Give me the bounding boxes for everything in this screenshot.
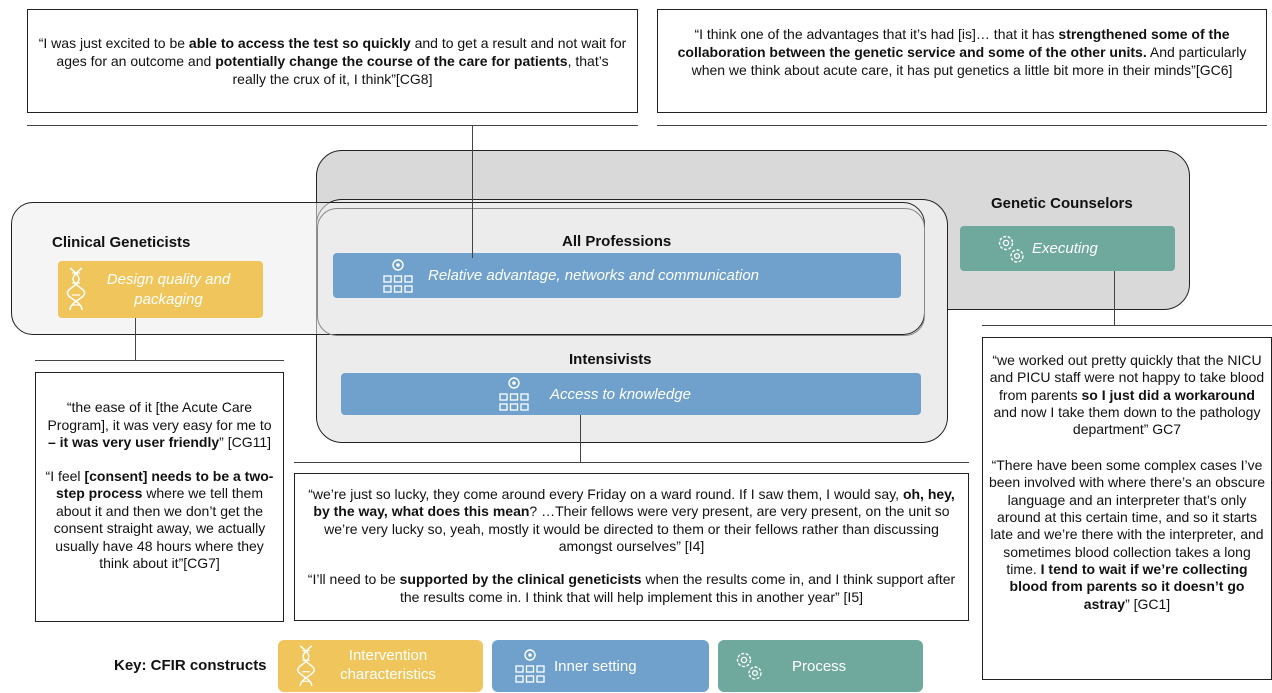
clinical-geneticists-title: Clinical Geneticists [52, 234, 191, 251]
people-network-icon [499, 377, 529, 411]
quote-segment: potentially change the course of the car… [215, 52, 568, 69]
quote-cg8-text: “I was just excited to be able to access… [38, 35, 627, 89]
quote-segment: [consent] needs to be a two-step process [56, 467, 274, 502]
quote-segment: and now I take them down to the patholog… [993, 404, 1261, 438]
key-process-label: Process [792, 657, 847, 675]
gears-icon [998, 235, 1024, 263]
key-label: Key: CFIR constructs [114, 657, 267, 674]
quote-segment: ” [CG11] [219, 434, 272, 450]
construct-design-quality: Design quality and packaging [58, 261, 263, 318]
connector-cg [135, 318, 136, 360]
people-network-icon [515, 649, 545, 683]
intensivists-title: Intensivists [569, 351, 652, 368]
all-professions-title: All Professions [562, 233, 672, 250]
quote-segment: oh, hey, by the way, what does this mean [313, 486, 955, 520]
construct-design-quality-label: Design quality and packaging [106, 271, 231, 308]
quote-cg7-text: “I feel [consent] needs to be a two-step… [43, 468, 276, 573]
construct-relative-advantage-label: Relative advantage, networks and communi… [428, 267, 760, 284]
quote-box-intensivists: “we’re just so lucky, they come around e… [294, 473, 969, 621]
quote-segment: ” [GC1] [1125, 595, 1171, 612]
quote-segment: able to access the test so quickly [188, 35, 411, 51]
divider-bottom [294, 462, 969, 463]
quote-segment: and to get a result and not wait for age… [56, 35, 627, 69]
quote-i4-text: “we’re just so lucky, they come around e… [299, 486, 964, 555]
quote-gc6: “I think one of the advantages that it’s… [657, 9, 1267, 113]
quote-segment: “I think one of the advantages that it’s… [694, 26, 1059, 42]
gears-icon [736, 652, 762, 680]
quote-segment: “I’ll need to be [307, 571, 400, 588]
divider-top-right [657, 125, 1267, 126]
connector-intensivists [580, 415, 581, 462]
quote-cg11-text: “the ease of it [the Acute Care Program]… [43, 399, 276, 452]
quote-segment: And particularly when we think about acu… [691, 43, 1247, 78]
quote-segment: I tend to wait if we’re collecting blood… [1009, 560, 1248, 612]
quote-i5-text: “I’ll need to be supported by the clinic… [299, 571, 964, 606]
divider-top-left [27, 125, 638, 126]
quote-box-clinical-geneticists: “the ease of it [the Acute Care Program]… [35, 372, 284, 622]
quote-segment: – it was very user friendly [47, 434, 220, 450]
quote-segment: ? …Their fellows were very present, are … [324, 503, 950, 555]
people-network-icon [383, 259, 413, 293]
group-all-professions [317, 208, 925, 336]
quote-box-genetic-counselors: “we worked out pretty quickly that the N… [982, 337, 1272, 680]
divider-left [35, 360, 284, 361]
quote-segment: so I just did a workaround [1081, 386, 1255, 403]
quote-segment: “the ease of it [the Acute Care Program]… [47, 399, 272, 433]
construct-executing: Executing [960, 226, 1175, 271]
dna-icon [66, 267, 86, 311]
key-process: Process [718, 640, 923, 692]
genetic-counselors-title: Genetic Counselors [991, 195, 1133, 212]
construct-access-knowledge: Access to knowledge [341, 373, 921, 415]
key-intervention-label: Intervention characteristics [340, 647, 436, 683]
quote-segment: “we’re just so lucky, they come around e… [308, 486, 903, 502]
quote-segment: “There have been some complex cases I’ve… [988, 456, 1266, 577]
quote-segment: where we tell them about it and then we … [53, 485, 266, 571]
key-inner-setting-label: Inner setting [554, 657, 637, 675]
quote-segment: “we worked out pretty quickly that the N… [989, 352, 1265, 403]
quote-cg8: “I was just excited to be able to access… [27, 9, 638, 113]
construct-access-knowledge-label: Access to knowledge [550, 385, 691, 403]
quote-segment: , that’s really the crux of it, I think”… [232, 52, 609, 87]
construct-relative-advantage: Relative advantage, networks and communi… [333, 253, 901, 298]
construct-executing-label: Executing [1032, 240, 1098, 257]
quote-gc7-text: “we worked out pretty quickly that the N… [987, 352, 1267, 439]
quote-segment: strengthened some of the collaboration b… [677, 26, 1230, 60]
connector-gc [1114, 271, 1115, 325]
divider-right [982, 325, 1272, 326]
quote-gc6-text: “I think one of the advantages that it’s… [664, 26, 1260, 80]
quote-segment: supported by the clinical geneticists [399, 571, 642, 588]
quote-segment: “I was just excited to be [38, 35, 189, 51]
connector-cg8 [472, 125, 473, 258]
quote-segment: “I feel [45, 467, 85, 484]
dna-icon [297, 645, 315, 687]
key-inner-setting: Inner setting [492, 640, 709, 692]
quote-gc1-text: “There have been some complex cases I’ve… [987, 457, 1267, 613]
quote-segment: when the results come in, and I think su… [400, 571, 956, 605]
key-intervention-characteristics: Intervention characteristics [278, 640, 483, 692]
